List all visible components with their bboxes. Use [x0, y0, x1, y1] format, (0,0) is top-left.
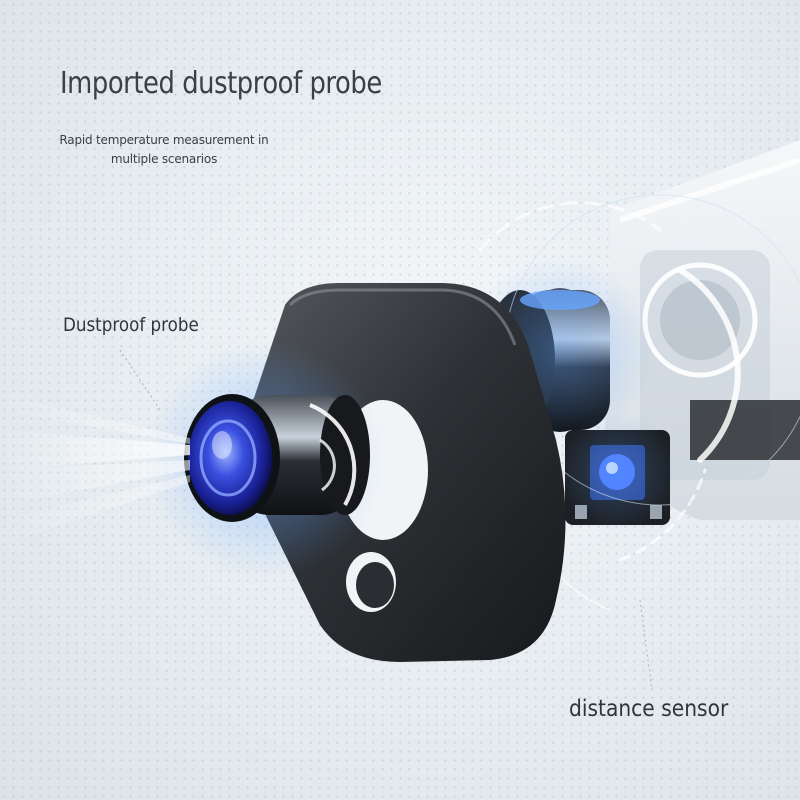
- subheadline: Rapid temperature measurement in multipl…: [59, 133, 269, 166]
- callout-distance-sensor: distance sensor: [569, 696, 729, 722]
- distance-sensor-board: [557, 412, 677, 532]
- light-beams: [0, 395, 190, 545]
- callout-leaders: [119, 349, 653, 691]
- callout-dustproof-probe: Dustproof probe: [63, 314, 199, 336]
- headline: Imported dustproof probe: [60, 66, 382, 101]
- front-lens-barrel: [145, 340, 385, 580]
